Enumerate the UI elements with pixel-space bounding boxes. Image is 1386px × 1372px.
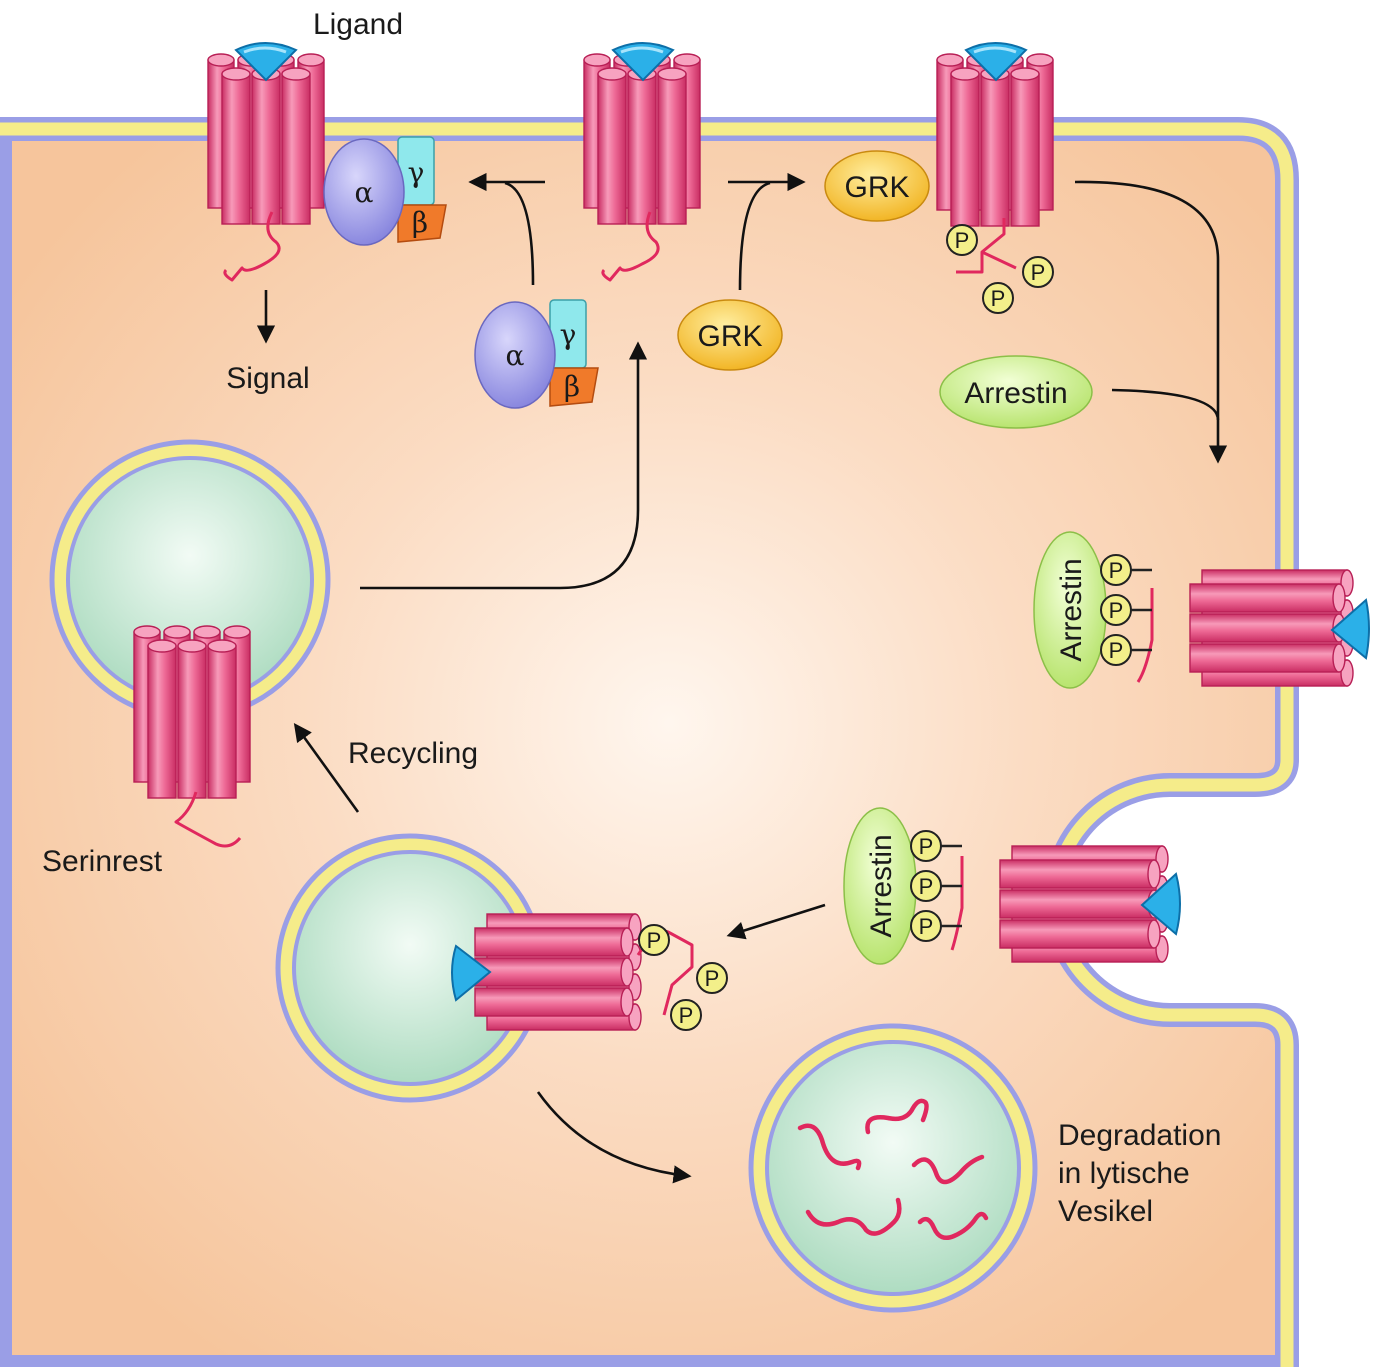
degradation-label-line1: Degradation — [1058, 1119, 1221, 1152]
ligand-2 — [611, 42, 675, 82]
g-protein-1: α γ β — [323, 136, 447, 246]
endosome-vesicle — [275, 833, 545, 1103]
g-alpha-label-1: α — [355, 176, 374, 209]
phosphate-label: P — [919, 914, 934, 939]
phosphate-group: P — [1022, 256, 1054, 288]
recycling-vesicle — [49, 439, 331, 721]
grk-2: GRK — [677, 299, 783, 371]
receptor-arrestin-1 — [1189, 569, 1354, 687]
tail-1 — [223, 211, 281, 282]
receptor-middle — [583, 53, 701, 225]
phosphate-label: P — [991, 286, 1006, 311]
arrestin-bound-2: Arrestin — [843, 807, 917, 965]
degradation-label-line2: in lytische — [1058, 1157, 1190, 1190]
phosphate-label: P — [1109, 598, 1124, 623]
receptor-active — [207, 53, 325, 225]
tail-2 — [601, 211, 660, 282]
ligand-label: Ligand — [313, 8, 403, 41]
phosphate-group: P — [1100, 594, 1132, 626]
phosphate-label: P — [955, 228, 970, 253]
phosphate-group: P — [696, 962, 728, 994]
arrow-grk-join — [738, 181, 771, 291]
arrow-return-to-membrane — [360, 341, 648, 590]
degradation-label-line3: Vesikel — [1058, 1195, 1153, 1228]
arrow-recycling — [293, 723, 360, 813]
receptors — [133, 53, 1354, 1031]
arrow-to-arrestin — [1074, 180, 1228, 464]
phosphate-group: P — [638, 924, 670, 956]
phosphate-label: P — [1109, 558, 1124, 583]
grk-label-2: GRK — [697, 320, 762, 353]
phosphate-label: P — [919, 874, 934, 899]
receptor-phosphorylated — [936, 53, 1054, 227]
g-beta-label-2: β — [564, 370, 580, 403]
tail-3b — [981, 250, 1017, 270]
phosphate-group: P — [1100, 554, 1132, 586]
g-alpha-shape-2 — [474, 301, 556, 409]
g-alpha-shape-1 — [323, 138, 405, 246]
phosphate-group: P — [946, 224, 978, 256]
membrane-yellow-layer — [0, 122, 1294, 1367]
phosphate-group: P — [982, 282, 1014, 314]
lytic-vesicle — [748, 1023, 1038, 1313]
g-gamma-label-1: γ — [408, 156, 425, 189]
arrestin-free: Arrestin — [939, 355, 1093, 429]
g-beta-shape-1 — [397, 204, 447, 243]
ligand-5 — [1140, 872, 1181, 936]
phosphate-label: P — [679, 1003, 694, 1028]
arrestin-label-free: Arrestin — [964, 377, 1067, 410]
serinrest-label: Serinrest — [42, 845, 163, 878]
arrestin-label-bound-2: Arrestin — [865, 834, 898, 937]
arrow-internalization — [726, 903, 826, 940]
phosphate-group: P — [910, 910, 942, 942]
phosphate-label: P — [705, 966, 720, 991]
phosphate-label: P — [1109, 638, 1124, 663]
arrestin-label-bound-1: Arrestin — [1055, 558, 1088, 661]
phosphate-label: P — [647, 928, 662, 953]
arrow-degradation — [536, 1091, 692, 1184]
phosphate-label: P — [919, 834, 934, 859]
tail-arrestin-1 — [1136, 588, 1154, 683]
receptor-tails — [174, 211, 1154, 1016]
phosphate-group: P — [670, 999, 702, 1031]
g-beta-label-1: β — [412, 206, 428, 239]
phosphate-group: P — [1100, 634, 1132, 666]
grk-1: GRK — [824, 150, 930, 222]
receptor-arrestin-2 — [999, 845, 1169, 963]
g-alpha-label-2: α — [506, 339, 525, 372]
arrow-arrestin-join — [1111, 388, 1220, 421]
grk-label-1: GRK — [844, 171, 909, 204]
phosphate-label: P — [1031, 260, 1046, 285]
ligand-3 — [964, 42, 1028, 82]
receptor-recycled — [133, 625, 251, 799]
tail-serinrest — [174, 791, 242, 848]
arrestin-bound-1: Arrestin — [1033, 531, 1107, 689]
arrows — [256, 172, 1228, 1184]
ligand-4 — [1330, 598, 1370, 660]
signal-label: Signal — [226, 362, 309, 395]
degraded-fragments — [797, 1098, 989, 1240]
ligand-1 — [234, 42, 298, 82]
tail-arrestin-2 — [950, 856, 964, 951]
phosphate-group: P — [910, 870, 942, 902]
recycling-label: Recycling — [348, 737, 478, 770]
receptor-endosome — [474, 913, 642, 1031]
phosphate-group: P — [910, 830, 942, 862]
g-beta-shape-2 — [549, 367, 599, 407]
arrow-g-rejoin — [504, 181, 535, 286]
ligand-6 — [451, 944, 492, 1002]
g-protein-2: α γ β — [474, 299, 599, 409]
g-gamma-label-2: γ — [560, 318, 577, 351]
